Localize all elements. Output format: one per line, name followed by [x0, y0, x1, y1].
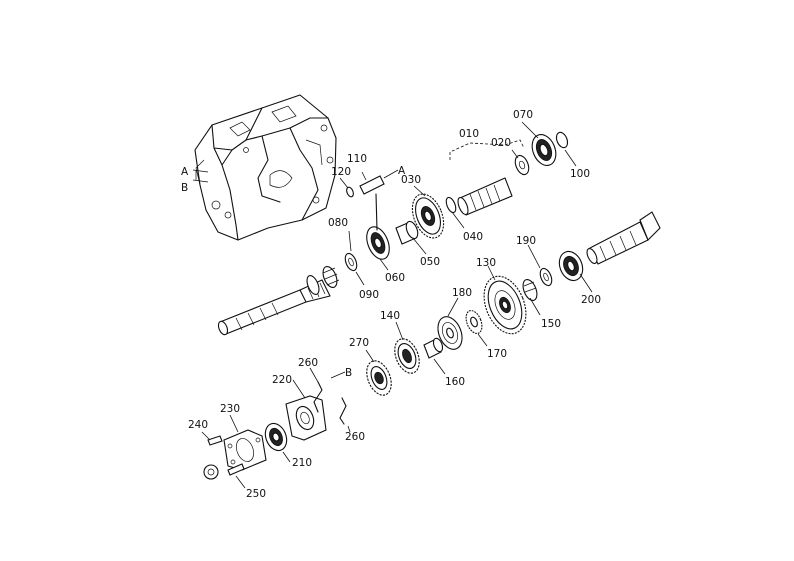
part-label-070: 070: [513, 109, 533, 121]
part-label-030: 030: [401, 174, 421, 186]
part-label-190: 190: [516, 235, 536, 247]
part-label-260-lower: 260: [345, 431, 365, 443]
ref-label-b-housing: B: [181, 182, 188, 194]
part-label-240: 240: [188, 419, 208, 431]
part-label-230: 230: [220, 403, 240, 415]
part-label-260-upper: 260: [298, 357, 318, 369]
ref-label-b-fork: B: [345, 367, 352, 379]
part-label-020: 020: [491, 137, 511, 149]
part-label-040: 040: [463, 231, 483, 243]
part-label-150: 150: [541, 318, 561, 330]
part-label-140: 140: [380, 310, 400, 322]
part-label-080: 080: [328, 217, 348, 229]
cover-assembly: 210 220 230 240 250 260 260 B: [188, 357, 365, 500]
part-label-120: 120: [331, 166, 351, 178]
part-label-250: 250: [246, 488, 266, 500]
part-label-210: 210: [292, 457, 312, 469]
ref-label-a-pin: A: [398, 165, 406, 177]
mid-shaft-assembly: 130 140 150 160 170 180 190 200 270: [349, 211, 661, 396]
part-label-090: 090: [359, 289, 379, 301]
part-label-100: 100: [570, 168, 590, 180]
part-label-180: 180: [452, 287, 472, 299]
countershaft-assembly: 010 020 030 040 050 060 070 080 090 100 …: [217, 109, 590, 336]
part-label-170: 170: [487, 348, 507, 360]
part-label-270: 270: [349, 337, 369, 349]
part-label-110: 110: [347, 153, 367, 165]
part-label-060: 060: [385, 272, 405, 284]
part-label-130: 130: [476, 257, 496, 269]
part-label-160: 160: [445, 376, 465, 388]
part-label-010: 010: [459, 128, 479, 140]
transmission-housing: A B: [181, 94, 337, 241]
part-label-200: 200: [581, 294, 601, 306]
part-label-050: 050: [420, 256, 440, 268]
ref-label-a-housing: A: [181, 166, 189, 178]
part-label-220: 220: [272, 374, 292, 386]
